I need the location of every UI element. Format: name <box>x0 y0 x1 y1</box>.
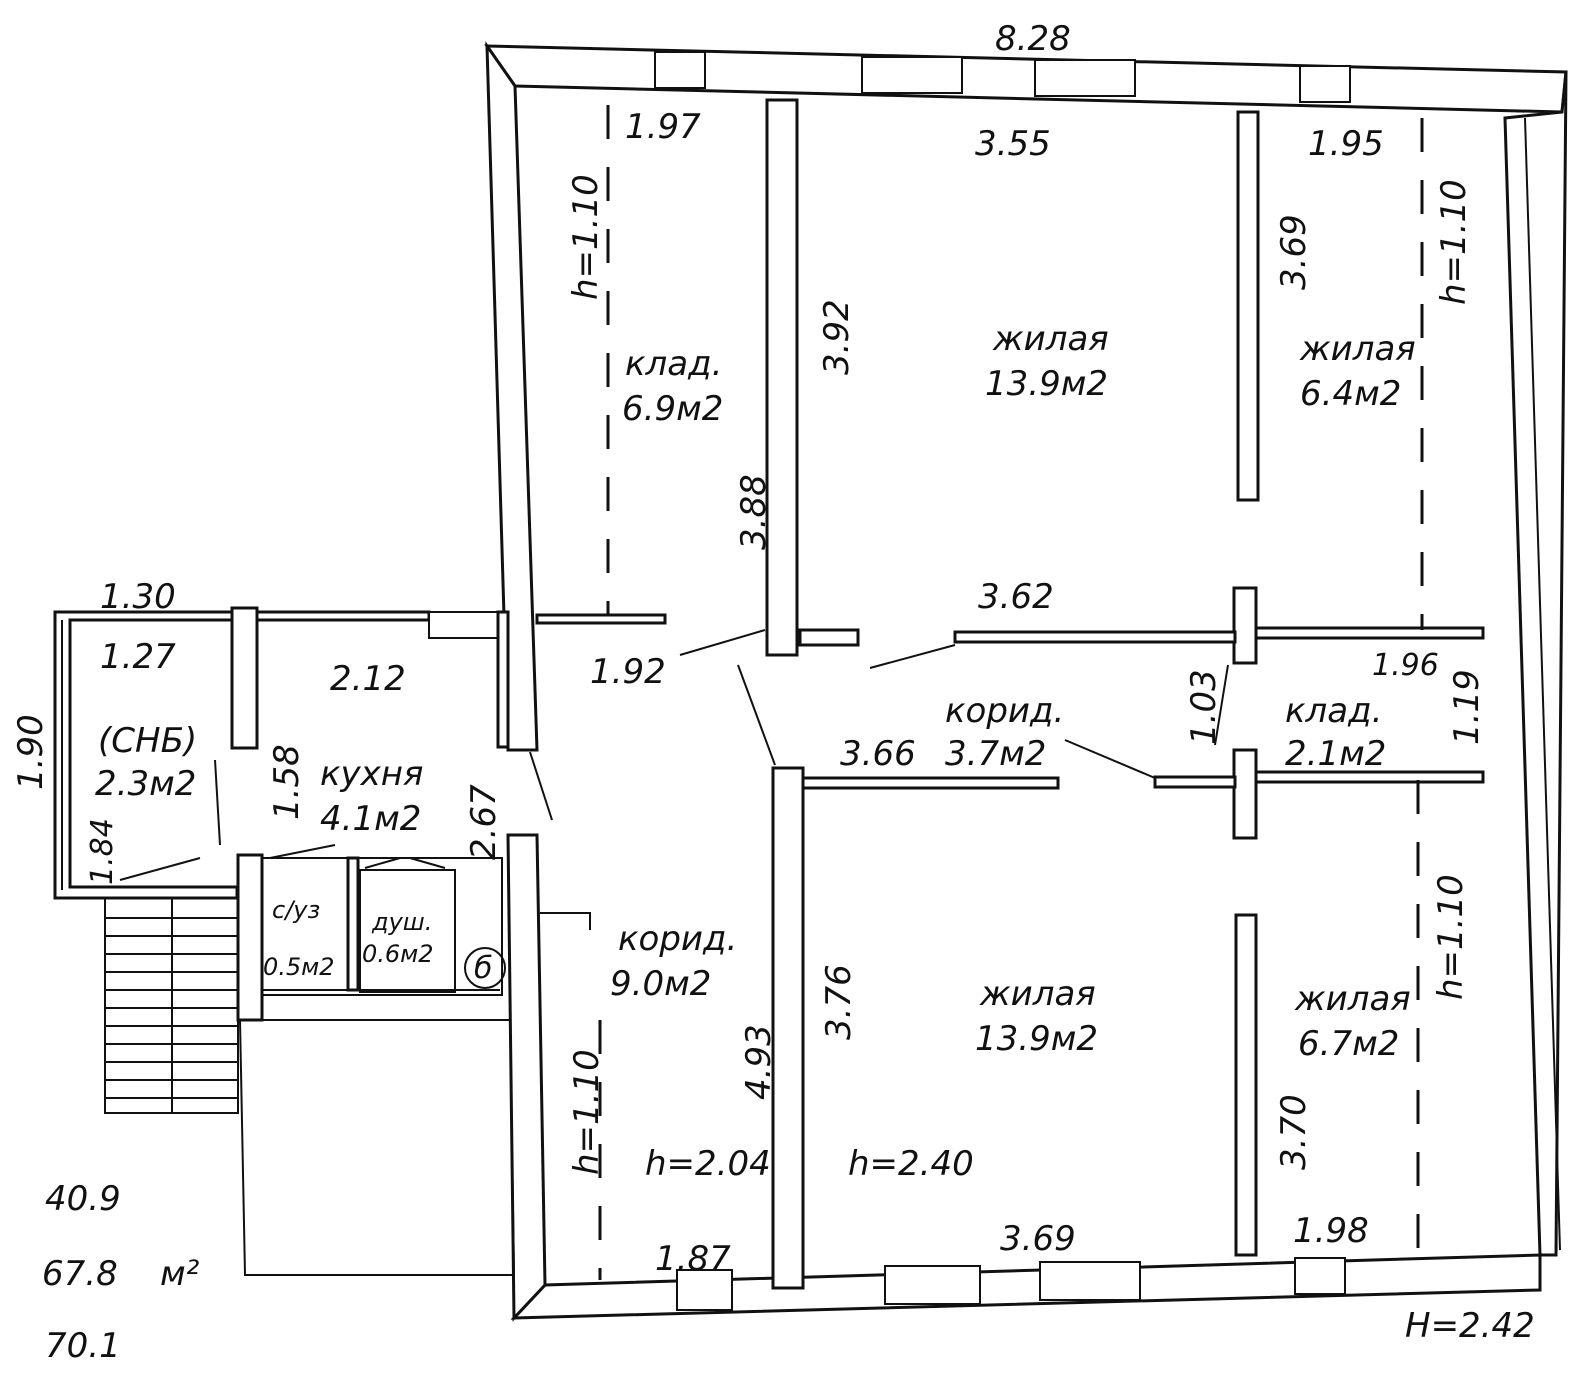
room-living-bottom-right-name: жилая <box>1294 979 1411 1019</box>
wall-pier-bottom <box>1232 748 1258 840</box>
height-corridor: h=2.04 <box>645 1144 771 1184</box>
room-kitchen-name: кухня <box>320 754 423 794</box>
dim-overall-top: 8.28 <box>995 19 1071 59</box>
room-living-top-area: 13.9м2 <box>985 364 1108 404</box>
dim-small-storage-right: 1.19 <box>1447 669 1487 745</box>
dim-corridor-upper: 3.62 <box>978 577 1054 617</box>
room-living-top-right-area: 6.4м2 <box>1300 374 1401 414</box>
dim-corridor-depth: 4.93 <box>739 1024 779 1100</box>
boiler-symbol <box>464 947 506 989</box>
dim-kitchen-right: 2.67 <box>464 784 504 860</box>
dim-living-bottom-right-width: 1.98 <box>1293 1211 1369 1251</box>
dim-storage-depth: 3.92 <box>817 299 857 375</box>
wall-pier-top <box>1232 586 1258 665</box>
dim-window-h-2: h=1.10 <box>1434 179 1474 305</box>
dim-living-top-right-width: 1.95 <box>1308 124 1384 164</box>
room-shower-name: душ. <box>371 908 432 936</box>
windows <box>654 51 1351 1311</box>
interior-walls <box>529 98 1485 1290</box>
total-living-area: 40.9 <box>45 1179 121 1219</box>
dim-kitchen-depth: 1.58 <box>267 744 307 820</box>
window-height-lines <box>598 105 1424 1280</box>
room-living-top-name: жилая <box>992 319 1109 359</box>
dim-storage-top: 1.97 <box>625 107 701 147</box>
dim-window-h-4: h=1.10 <box>567 1049 607 1175</box>
total-gross-area: 70.1 <box>45 1326 121 1366</box>
dim-corridor-lower: 3.66 <box>840 734 916 774</box>
dim-snb-height: 1.90 <box>11 714 51 790</box>
dim-living-bottom-width: 3.69 <box>1000 1219 1076 1259</box>
room-shower-area: 0.6м2 <box>362 940 434 968</box>
room-living-top-right-name: жилая <box>1299 329 1416 369</box>
room-storage-top-area: 6.9м2 <box>622 389 723 429</box>
wall-corridor-living <box>771 766 805 1290</box>
dim-snb-depth: 1.84 <box>85 818 120 885</box>
height-building: H=2.42 <box>1405 1306 1535 1346</box>
wall-storage-living <box>765 98 799 657</box>
room-storage-small-area: 2.1м2 <box>1285 734 1386 774</box>
area-totals: 40.9 67.8 м² 70.1 <box>42 1179 200 1366</box>
room-storage-small-name: клад. <box>1285 691 1382 731</box>
total-area-unit: м² <box>160 1254 200 1294</box>
dim-living-bottom-depth: 3.76 <box>819 964 859 1040</box>
dim-window-h-1: h=1.10 <box>566 174 606 300</box>
room-wc-area: 0.5м2 <box>263 953 335 981</box>
room-living-bottom-name: жилая <box>979 974 1096 1014</box>
dim-snb-outer: 1.30 <box>100 577 176 617</box>
dim-kitchen-width: 2.12 <box>330 659 406 699</box>
room-corridor-small-area: 3.7м2 <box>945 734 1046 774</box>
dim-storage-left: 3.88 <box>734 474 774 550</box>
dim-snb-inner: 1.27 <box>100 637 176 677</box>
stair-treads <box>105 917 238 1099</box>
room-storage-top-name: клад. <box>625 344 722 384</box>
room-kitchen-area: 4.1м2 <box>320 799 421 839</box>
room-snb-name: (СНБ) <box>98 721 197 761</box>
room-corridor-small-name: корид. <box>945 691 1064 731</box>
room-labels: клад. 6.9м2 жилая 13.9м2 жилая 6.4м2 кор… <box>95 319 1416 1064</box>
total-area: 67.8 <box>42 1254 118 1294</box>
dim-small-storage-depth: 1.03 <box>1184 669 1224 745</box>
dimension-labels: 8.28 1.97 3.55 1.95 3.92 3.88 3.69 3.62 … <box>11 19 1487 1279</box>
room-snb-area: 2.3м2 <box>95 764 196 804</box>
dim-living-right-bottom-depth: 3.70 <box>1274 1094 1314 1170</box>
room-living-bottom-area: 13.9м2 <box>975 1019 1098 1059</box>
height-labels: h=2.04 h=2.40 H=2.42 <box>645 1144 1535 1346</box>
room-living-bottom-right-area: 6.7м2 <box>1298 1024 1399 1064</box>
dim-corridor-entry: 1.92 <box>590 652 666 692</box>
annex <box>53 606 591 1276</box>
dim-small-storage-width: 1.96 <box>1372 648 1439 683</box>
outer-walls <box>484 41 1568 1322</box>
dim-corridor-bottom: 1.87 <box>655 1239 731 1279</box>
dim-living-right-top-depth: 3.69 <box>1274 214 1314 290</box>
wall-living-living-top <box>1236 110 1260 502</box>
wall-living-living-bottom <box>1234 913 1258 1257</box>
room-corridor-main-area: 9.0м2 <box>610 964 711 1004</box>
room-corridor-main-name: корид. <box>618 919 737 959</box>
height-living: h=2.40 <box>848 1144 974 1184</box>
dim-window-h-3: h=1.10 <box>1431 874 1471 1000</box>
boiler-label: б <box>474 951 493 986</box>
dim-living-top-width: 3.55 <box>975 124 1051 164</box>
room-wc-name: с/уз <box>272 896 320 924</box>
